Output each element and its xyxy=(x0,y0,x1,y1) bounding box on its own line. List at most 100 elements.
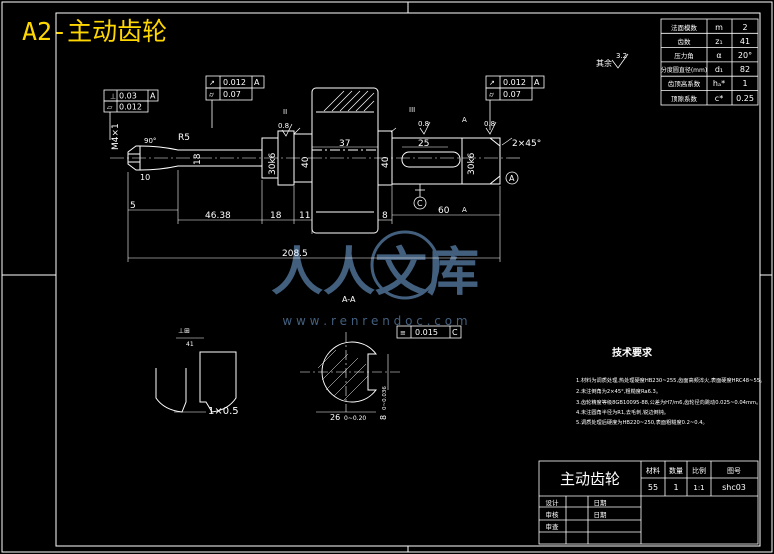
param-value: 1 xyxy=(742,79,747,88)
dim-len8: 8 xyxy=(382,211,388,221)
tol-value: 0.07 xyxy=(503,90,521,99)
param-value: 2 xyxy=(742,23,747,32)
dimension-lines xyxy=(127,137,513,262)
param-symbol: α xyxy=(716,51,721,60)
header-scale: 比例 xyxy=(692,466,706,475)
material-value: 55 xyxy=(648,483,658,492)
roughness-value: 0.8 xyxy=(418,120,429,128)
dim-r5: R5 xyxy=(178,133,190,143)
param-symbol: c* xyxy=(715,94,723,103)
tol-value: 0.03 xyxy=(119,92,137,101)
tol-value: 0.015 xyxy=(415,328,438,337)
dim-thread: M4×1 xyxy=(111,123,121,150)
tol-value: 0.012 xyxy=(119,103,142,112)
detail-scale: 41 xyxy=(186,341,194,348)
tech-req-item: 5.调质处理后硬度为HB220~250,表面粗糙度0.2~0.4。 xyxy=(576,418,708,426)
header-material: 材料 xyxy=(646,466,660,475)
param-symbol: m xyxy=(715,23,723,32)
param-label: 压力角 xyxy=(674,51,694,60)
detail-view xyxy=(155,337,237,413)
symmetry-icon: ≡ xyxy=(400,329,406,337)
header-quantity: 数量 xyxy=(669,466,683,475)
date-label: 日期 xyxy=(594,511,608,519)
view-mark-ii: II xyxy=(283,108,287,116)
scale-value: 1:1 xyxy=(693,484,704,492)
dim-len10: 10 xyxy=(140,173,150,182)
cylindricity-icon: ⌭ xyxy=(209,91,214,99)
dim-len46-38: 46.38 xyxy=(205,211,231,221)
flatness-icon: ▱ xyxy=(107,104,113,112)
tech-req-item: 4.未注圆角半径为R1,去毛刺,锐边倒钝。 xyxy=(576,408,669,416)
dim-len208-5: 208.5 xyxy=(282,249,308,259)
dim-len60: 60 xyxy=(438,206,450,216)
dim-chamfer: 2×45° xyxy=(512,139,541,149)
row-check: 审核 xyxy=(546,510,560,519)
roughness-icons xyxy=(281,121,497,137)
title-block xyxy=(538,460,759,545)
tolerance-frames xyxy=(103,75,545,339)
tech-req-item: 2.未注倒角为2×45°,粗糙度Ra6.3。 xyxy=(576,387,661,395)
drawing-number: shc03 xyxy=(722,483,746,492)
param-label: 法面模数 xyxy=(671,23,698,32)
param-value: 82 xyxy=(740,65,750,74)
dim-phi40-right: 40 xyxy=(381,156,391,168)
param-label: 顶隙系数 xyxy=(671,94,698,103)
tech-req-item: 1.材料为调质处理,热处理硬度HB230~255,齿面高频淬火,表面硬度HRC4… xyxy=(576,376,765,384)
dim-angle90: 90° xyxy=(144,137,156,145)
tech-req-item: 3.齿轮精度等级8GB10095-88,公差为H7/m6,齿轮径向跳动0.025… xyxy=(576,398,761,406)
roughness-value: 0.8 xyxy=(484,120,495,128)
date-label: 日期 xyxy=(594,499,608,507)
row-approve: 审查 xyxy=(546,522,560,531)
dim-phi30k6-right: 30k6 xyxy=(467,152,477,175)
param-label: 齿顶高系数 xyxy=(668,79,701,88)
part-name: 主动齿轮 xyxy=(560,470,620,488)
tol-datum: A xyxy=(534,78,540,87)
tol-datum: A xyxy=(150,92,156,101)
dim-phi30k6-left: 30k6 xyxy=(268,152,278,175)
dim-len25: 25 xyxy=(418,139,429,149)
shaft-outline xyxy=(127,87,501,234)
surface-note-text: 其余 xyxy=(596,58,612,68)
dim-len5: 5 xyxy=(130,201,136,211)
dim-w26-tol: 0~0.20 xyxy=(344,415,366,422)
dim-len18: 18 xyxy=(270,211,282,221)
tol-value: 0.07 xyxy=(223,90,241,99)
quantity-value: 1 xyxy=(673,483,678,492)
dim-phi40-left: 40 xyxy=(301,156,311,168)
param-symbol: hₐ* xyxy=(713,79,725,88)
row-design: 设计 xyxy=(546,498,560,507)
watermark-circle-icon xyxy=(370,230,440,300)
surface-note-value: 3.2 xyxy=(616,52,627,60)
section-view xyxy=(300,332,400,413)
datum-circle-icon xyxy=(505,171,519,185)
datum-c: C xyxy=(417,199,423,208)
param-table xyxy=(660,18,759,106)
watermark: 人人文库 w w w . r e n r e n d o c . c o m xyxy=(271,230,479,328)
tol-datum: A xyxy=(254,78,260,87)
cylindricity-icon: ⌭ xyxy=(489,91,494,99)
view-mark-iii: III xyxy=(409,106,415,114)
param-value: 20° xyxy=(738,51,752,60)
header-drawing-no: 图号 xyxy=(727,467,741,475)
section-hatch xyxy=(317,349,369,401)
tech-req-title: 技术要求 xyxy=(612,346,653,359)
dim-h8-tol: 0~0.036 xyxy=(382,386,388,410)
param-symbol: z₁ xyxy=(715,37,722,46)
param-value: 0.25 xyxy=(736,94,754,103)
section-mark: A xyxy=(462,116,467,124)
page-title: A2-主动齿轮 xyxy=(22,17,167,46)
dim-len11: 11 xyxy=(299,211,310,221)
tol-datum: C xyxy=(452,328,458,337)
watermark-url: w w w . r e n r e n d o c . c o m xyxy=(282,314,467,328)
section-mark: A xyxy=(462,206,467,214)
param-value: 41 xyxy=(740,37,750,46)
param-label: 分度圆直径(mm) xyxy=(661,66,707,74)
tol-value: 0.012 xyxy=(223,78,246,87)
datum-a: A xyxy=(509,174,515,183)
roughness-icon xyxy=(611,53,629,69)
dim-h8: 8 xyxy=(379,415,388,420)
roughness-value: 0.8 xyxy=(278,122,289,130)
gear-hatch xyxy=(323,90,375,112)
